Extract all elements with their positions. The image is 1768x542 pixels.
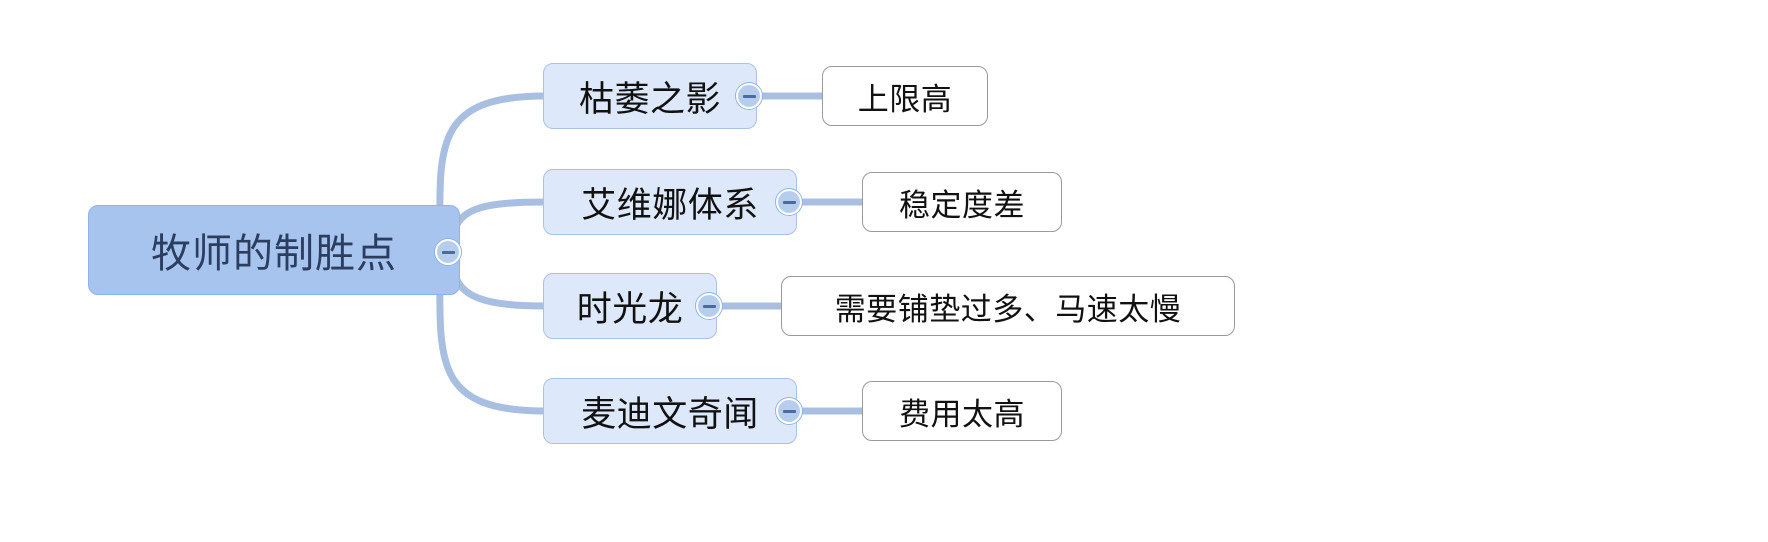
branch-node-2-label: 艾维娜体系 [581,185,759,226]
branch-4-collapse-toggle[interactable] [776,398,802,424]
branch-node-3[interactable]: 时光龙 [543,273,717,339]
connector-root-to-branch-3 [448,250,549,310]
leaf-node-3-label: 需要铺垫过多、马速太慢 [834,291,1182,328]
branch-node-1-label: 枯萎之影 [578,79,721,120]
branch-node-4-label: 麦迪文奇闻 [581,394,759,435]
branch-1-collapse-toggle[interactable] [736,83,762,109]
branch-node-4[interactable]: 麦迪文奇闻 [543,378,797,444]
branch-node-1[interactable]: 枯萎之影 [543,63,757,129]
root-collapse-toggle[interactable] [435,239,461,265]
branch-2-collapse-toggle[interactable] [776,189,802,215]
leaf-node-2[interactable]: 稳定度差 [862,172,1062,232]
minus-circle-icon [782,200,796,204]
connector-root-to-branch-2 [448,198,549,254]
minus-circle-icon [441,250,455,254]
leaf-node-4-label: 费用太高 [899,396,1025,433]
leaf-node-3[interactable]: 需要铺垫过多、马速太慢 [781,276,1235,336]
minus-circle-icon [702,304,716,308]
branch-node-3-label: 时光龙 [576,289,684,330]
minus-circle-icon [742,94,756,98]
branch-3-collapse-toggle[interactable] [696,293,722,319]
leaf-node-2-label: 稳定度差 [899,187,1025,224]
root-node-label: 牧师的制胜点 [151,231,397,277]
leaf-node-1-label: 上限高 [857,81,953,118]
leaf-node-4[interactable]: 费用太高 [862,381,1062,441]
branch-node-2[interactable]: 艾维娜体系 [543,169,797,235]
leaf-node-1[interactable]: 上限高 [822,66,988,126]
minus-circle-icon [782,409,796,413]
root-node[interactable]: 牧师的制胜点 [88,205,460,295]
